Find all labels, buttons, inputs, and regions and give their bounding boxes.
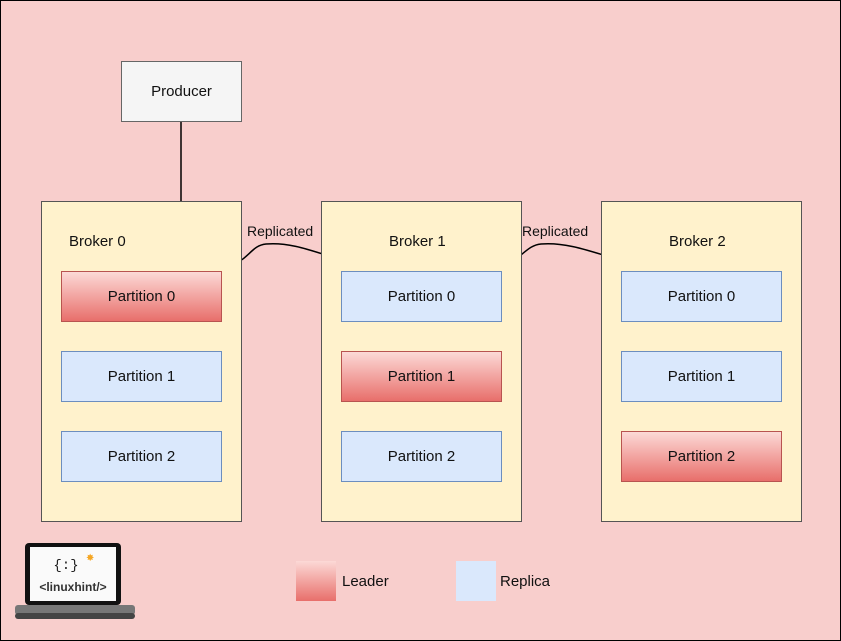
broker-0-partition-1: Partition 1 — [61, 351, 222, 402]
broker-2-partition-0: Partition 0 — [621, 271, 782, 322]
legend-replica-label: Replica — [500, 573, 551, 590]
broker-2-partition-2: Partition 2 — [621, 431, 782, 482]
broker-2-label: Broker 2 — [669, 233, 726, 250]
replicated-label-1: Replicated — [247, 223, 314, 239]
producer-label: Producer — [151, 83, 212, 100]
partition-label: Partition 2 — [107, 448, 176, 465]
partition-label: Partition 1 — [387, 368, 456, 385]
svg-text:{:}: {:} — [53, 558, 78, 574]
partition-label: Partition 2 — [387, 448, 456, 465]
linuxhint-logo: {:} ✸ <linuxhint/> — [15, 543, 135, 619]
svg-text:✸: ✸ — [86, 553, 94, 564]
replicated-label-2: Replicated — [522, 223, 589, 239]
svg-text:<linuxhint/>: <linuxhint/> — [39, 580, 106, 594]
broker-0-partition-0: Partition 0 — [61, 271, 222, 322]
broker-0-partition-2: Partition 2 — [61, 431, 222, 482]
legend-leader-swatch — [296, 561, 336, 601]
broker-1-partition-1: Partition 1 — [341, 351, 502, 402]
broker-1-label: Broker 1 — [389, 233, 446, 250]
partition-label: Partition 2 — [667, 448, 736, 465]
legend-leader-label: Leader — [342, 573, 389, 590]
partition-label: Partition 1 — [107, 368, 176, 385]
producer-node: Producer — [121, 61, 242, 122]
partition-label: Partition 0 — [387, 288, 456, 305]
legend-replica-swatch — [456, 561, 496, 601]
broker-1-partition-2: Partition 2 — [341, 431, 502, 482]
partition-label: Partition 0 — [107, 288, 176, 305]
broker-0-label: Broker 0 — [69, 233, 126, 250]
broker-2-partition-1: Partition 1 — [621, 351, 782, 402]
partition-label: Partition 1 — [667, 368, 736, 385]
partition-label: Partition 0 — [667, 288, 736, 305]
broker-1-partition-0: Partition 0 — [341, 271, 502, 322]
